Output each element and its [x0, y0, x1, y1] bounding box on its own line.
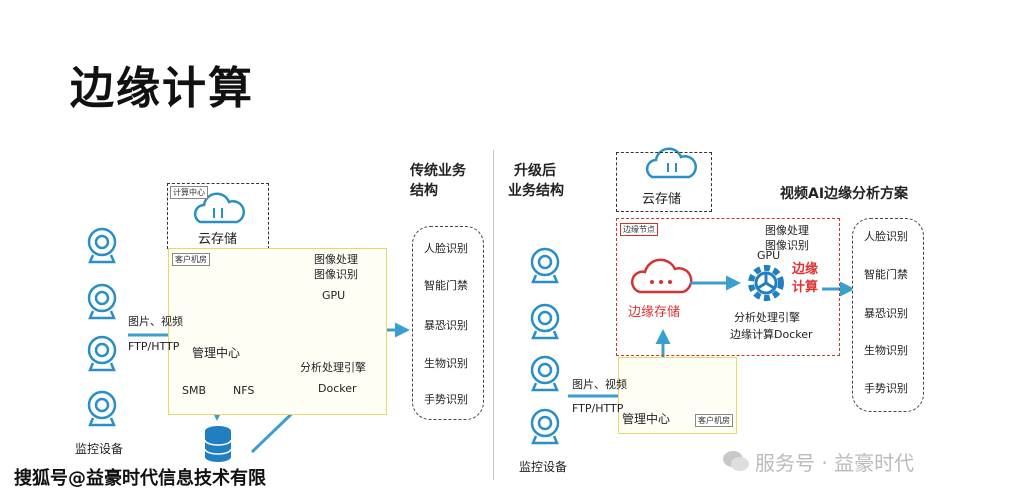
left-input-label-protocol: FTP/HTTP [128, 340, 180, 353]
right-input-label-protocol: FTP/HTTP [572, 402, 624, 415]
left-heading-line2: 结构 [410, 183, 438, 199]
camera-icon [87, 390, 117, 427]
camera-icon [87, 227, 117, 264]
edge-storage-icon [631, 258, 693, 294]
edge-compute-label-line1: 边缘 [792, 262, 819, 277]
wechat-icon [723, 451, 749, 471]
right-devices-label: 监控设备 [519, 460, 568, 474]
right-cloud-storage-label: 云存储 [642, 192, 682, 207]
left-image-processing-label: 图像处理 [314, 253, 358, 266]
cloud-icon [645, 147, 698, 179]
right-output-gesture: 手势识别 [864, 382, 908, 395]
right-image-processing-label: 图像处理 [765, 224, 809, 237]
right-solution-title: 视频AI边缘分析方案 [780, 186, 909, 202]
edge-node-tag: 边缘节点 [620, 223, 658, 236]
right-input-label-media: 图片、视频 [572, 378, 627, 391]
right-engine-label: 分析处理引擎 [734, 311, 800, 324]
cloud-icon [193, 192, 246, 224]
right-gpu-label: GPU [757, 249, 781, 262]
right-output-access: 智能门禁 [864, 268, 908, 281]
watermark-right: 服务号 · 益豪时代 [755, 451, 915, 475]
left-output-access: 智能门禁 [424, 279, 468, 292]
left-output-face: 人脸识别 [424, 242, 468, 255]
camera-icon [530, 247, 560, 284]
camera-icon [530, 408, 560, 445]
left-heading-line1: 传统业务 [410, 163, 466, 179]
left-cloud-storage-label: 云存储 [198, 232, 238, 247]
right-heading-line2: 业务结构 [508, 183, 564, 199]
edge-node-box [616, 218, 840, 356]
camera-icon [530, 303, 560, 340]
right-image-recognition-label: 图像识别 [765, 239, 809, 252]
left-output-list [412, 226, 484, 420]
camera-icon [530, 355, 560, 392]
edge-compute-label-line2: 计算 [792, 280, 819, 295]
left-devices-label: 监控设备 [75, 442, 124, 456]
right-output-list [852, 218, 924, 412]
right-docker-label: 边缘计算Docker [730, 328, 813, 341]
left-gpu-label: GPU [322, 289, 346, 302]
left-output-gesture: 手势识别 [424, 393, 468, 406]
right-management-center-label: 管理中心 [622, 412, 671, 426]
left-client-room-box [168, 248, 387, 415]
left-image-recognition-label: 图像识别 [314, 268, 358, 281]
watermark-left: 搜狐号@益豪时代信息技术有限 [14, 468, 266, 489]
left-client-room-tag: 客户机房 [172, 253, 210, 266]
right-client-room-tag: 客户机房 [695, 414, 733, 427]
left-output-violence: 暴恐识别 [424, 319, 468, 332]
section-divider [493, 150, 494, 480]
right-output-violence: 暴恐识别 [864, 307, 908, 320]
left-output-bio: 生物识别 [424, 357, 468, 370]
page-title: 边缘计算 [70, 63, 254, 114]
left-engine-label: 分析处理引擎 [300, 361, 366, 374]
database-icon [204, 426, 232, 462]
left-nfs-label: NFS [233, 384, 255, 397]
right-cloud-box [616, 152, 712, 212]
left-management-center-label: 管理中心 [192, 346, 241, 360]
edge-storage-label: 边缘存储 [628, 305, 681, 320]
right-heading-line1: 升级后 [514, 163, 556, 179]
right-output-bio: 生物识别 [864, 344, 908, 357]
left-docker-label: Docker [318, 382, 357, 395]
left-input-label-media: 图片、视频 [128, 315, 183, 328]
right-output-face: 人脸识别 [864, 230, 908, 243]
left-smb-label: SMB [182, 384, 207, 397]
camera-icon [87, 335, 117, 372]
camera-icon [87, 283, 117, 320]
compute-center-tag: 计算中心 [170, 186, 208, 199]
